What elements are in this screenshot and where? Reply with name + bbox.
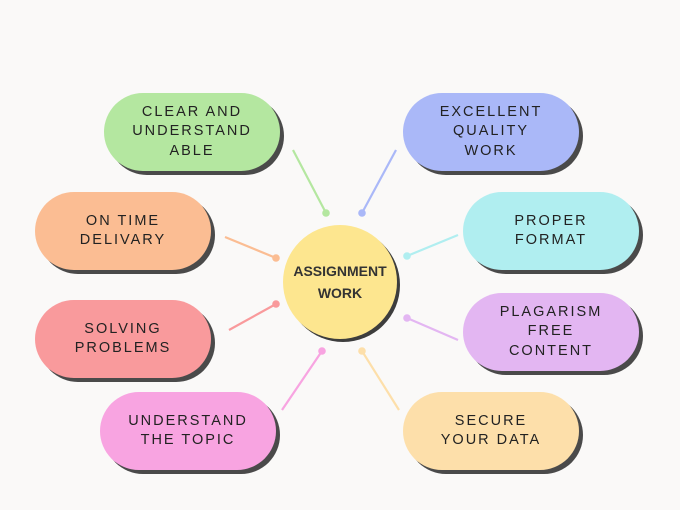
connector-line (406, 233, 459, 258)
center-label-line-2: WORK (317, 285, 363, 301)
node-label-line: UNDERSTAND (128, 412, 248, 429)
node-label-line: PROPER (514, 212, 588, 229)
node-label-line: SOLVING (84, 320, 162, 337)
node-label-line: CLEAR AND (141, 103, 243, 120)
node-label-line: ON TIME (85, 212, 161, 229)
node-label-line: FREE (527, 323, 575, 340)
center-label-line-1: ASSIGNMENT (293, 263, 387, 279)
node-label-line: FORMAT (514, 232, 588, 248)
connector-line (281, 350, 323, 411)
node-label-line: EXCELLENT (439, 103, 543, 120)
connector-line (224, 235, 277, 260)
connector-dot (322, 209, 330, 217)
node-label-line: PROBLEMS (74, 340, 172, 356)
connector-dot (403, 252, 411, 260)
node-label-line: ABLE (169, 142, 215, 159)
node-label-line: SECURE (454, 412, 528, 429)
node-label-line: UNDERSTAND (132, 123, 252, 140)
node-excellent-quality-work: EXCELLENT QUALITY WORK (403, 93, 579, 171)
connector-dot (358, 347, 366, 355)
node-solving-problems: SOLVING PROBLEMS (35, 300, 211, 378)
center-node-assignment-work: ASSIGNMENT WORK (283, 225, 397, 339)
connector-line (361, 149, 397, 214)
connector-dot (318, 347, 326, 355)
node-label-line: YOUR DATA (440, 432, 542, 448)
node-proper-format: PROPER FORMAT (463, 192, 639, 270)
connector-line (406, 316, 459, 342)
node-label-line: DELIVARY (79, 232, 167, 248)
node-clear-and-understandable: CLEAR AND UNDERSTAND ABLE (104, 93, 280, 171)
node-label-line: THE TOPIC (140, 432, 236, 448)
node-label-line: PLAGARISM (499, 303, 603, 320)
node-plagiarism-free-content: PLAGARISM FREE CONTENT (463, 293, 639, 371)
node-label-line: QUALITY (452, 123, 530, 140)
connector-line (361, 350, 400, 411)
node-on-time-delivery: ON TIME DELIVARY (35, 192, 211, 270)
connector-line (228, 303, 277, 331)
connector-dot (272, 300, 280, 308)
connector-line (292, 149, 327, 214)
node-label-line: WORK (464, 142, 518, 159)
node-secure-your-data: SECURE YOUR DATA (403, 392, 579, 470)
connector-dot (272, 254, 280, 262)
node-label-line: CONTENT (508, 342, 594, 359)
node-understand-the-topic: UNDERSTAND THE TOPIC (100, 392, 276, 470)
connector-dot (403, 314, 411, 322)
connector-dot (358, 209, 366, 217)
